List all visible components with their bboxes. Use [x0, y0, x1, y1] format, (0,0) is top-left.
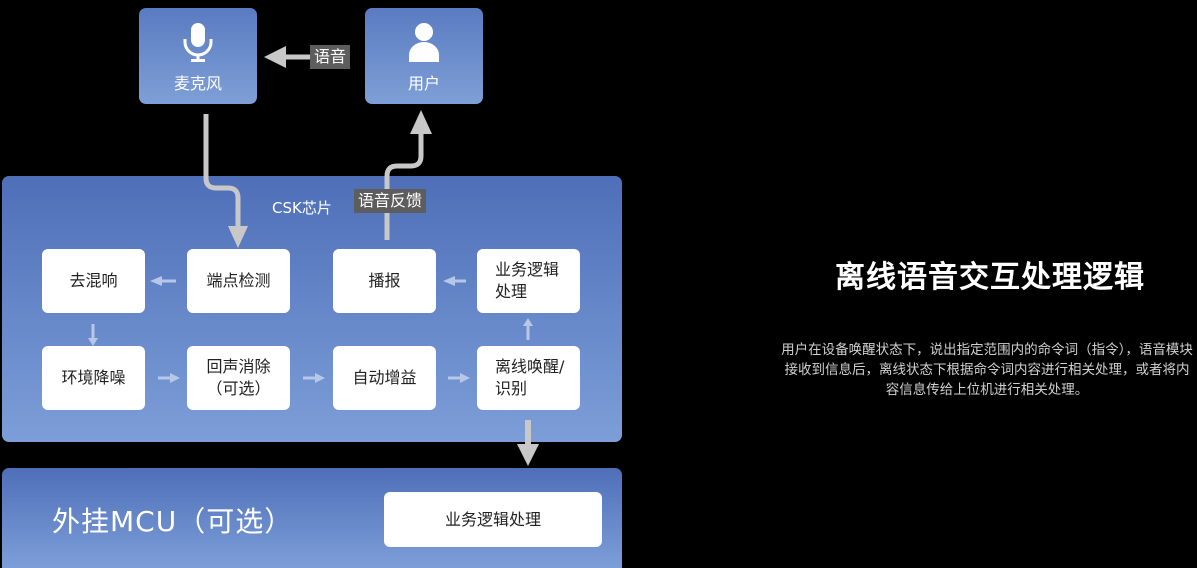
- internal-arrows: [88, 276, 533, 383]
- mcu-title: 外挂MCU（可选）: [52, 505, 294, 538]
- user-card: 用户: [365, 8, 483, 104]
- box-mcu-business-logic: 业务逻辑处理: [384, 492, 602, 547]
- box-broadcast: 播报: [333, 249, 436, 313]
- arrow-head-mcu: [517, 444, 539, 466]
- arrow-head-endpoint: [228, 226, 248, 248]
- arrow-mic-to-endpoint: [203, 114, 241, 228]
- box-noise-reduction: 环境降噪: [42, 346, 145, 410]
- arrow-head-user: [410, 110, 432, 134]
- microphone-icon: [183, 23, 213, 62]
- box-dereverb: 去混响: [42, 249, 145, 313]
- box-auto-gain: 自动增益: [333, 346, 436, 410]
- user-label: 用户: [407, 74, 440, 93]
- user-icon: [409, 23, 439, 62]
- box-endpoint-detection: 端点检测: [187, 249, 290, 313]
- arrow-broadcast-to-user: [384, 130, 424, 240]
- arrow-head-mic: [264, 46, 286, 68]
- right-description: 用户在设备唤醒状态下，说出指定范围内的命令词（指令），语音模块接收到信息后，离线…: [781, 342, 1193, 398]
- microphone-label: 麦克风: [173, 74, 222, 93]
- csk-chip-title: CSK芯片: [272, 199, 332, 217]
- box-echo-cancellation: 回声消除 （可选）: [187, 346, 290, 410]
- box-business-logic: 业务逻辑 处理: [477, 249, 580, 313]
- voice-feedback-tag: 语音反馈: [354, 189, 427, 213]
- voice-tag: 语音: [310, 45, 351, 69]
- box-offline-wakeup: 离线唤醒/ 识别: [477, 346, 580, 410]
- microphone-card: 麦克风: [139, 8, 257, 104]
- right-title: 离线语音交互处理逻辑: [835, 260, 1145, 295]
